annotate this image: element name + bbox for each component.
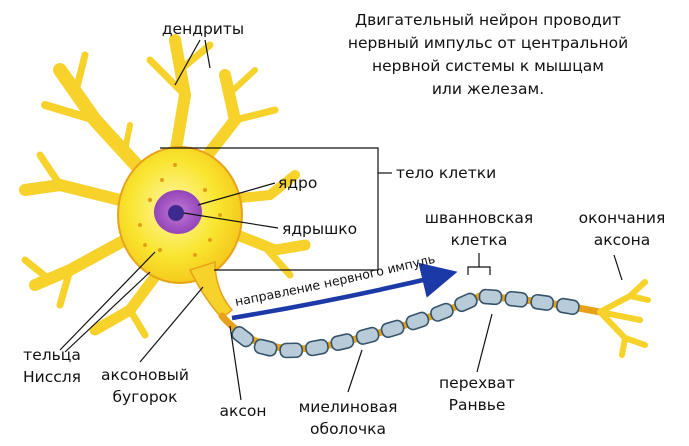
caption-line-4: или железам.: [432, 80, 544, 98]
label-cell-body: тело клетки: [396, 164, 496, 182]
impulse-direction-arrow: [231, 262, 458, 321]
caption: Двигательный нейрон проводит нервный имп…: [348, 11, 628, 98]
label-myelin-1: миелиновая: [299, 398, 398, 416]
caption-line-3: нервной системы к мышцам: [372, 57, 604, 75]
label-axon-endings-1: окончания: [579, 209, 666, 227]
myelin-segment: [305, 338, 329, 357]
myelin-segment: [454, 292, 478, 313]
label-myelin-2: оболочка: [310, 420, 386, 438]
label-nissl-2: Ниссля: [23, 368, 81, 386]
label-schwann-cell-2: клетка: [451, 231, 508, 249]
myelin-segment: [405, 311, 430, 331]
myelin-sheath: [231, 288, 580, 359]
caption-line-1: Двигательный нейрон проводит: [355, 11, 621, 29]
caption-line-2: нервный импульс от центральной: [348, 34, 628, 52]
nucleolus-shape: [168, 205, 184, 221]
myelin-segment: [430, 302, 454, 322]
label-nissl-1: тельца: [23, 346, 81, 364]
nissl-bodies-dots: [138, 163, 222, 257]
axon-hillock-shape: [188, 260, 234, 320]
myelin-segment: [279, 342, 304, 359]
label-axon: аксон: [220, 402, 267, 420]
leader-lines: [59, 39, 623, 401]
label-ranvier-2: Ранвье: [449, 396, 506, 414]
myelin-segment: [355, 326, 380, 345]
label-axon-endings-2: аксона: [594, 231, 651, 249]
myelin-segment: [231, 326, 255, 348]
label-dendrites: дендриты: [162, 20, 244, 38]
myelin-segment: [504, 290, 529, 308]
myelin-segment: [330, 333, 355, 352]
myelin-segment: [253, 338, 278, 357]
axon-terminals-shape: [597, 279, 651, 358]
myelin-segment: [530, 293, 555, 311]
label-axon-hillock-2: бугорок: [112, 388, 177, 406]
myelin-segment: [478, 288, 503, 306]
myelin-segment: [380, 319, 405, 339]
label-schwann-cell-1: шванновская: [425, 209, 533, 227]
label-axon-hillock-1: аксоновый: [101, 366, 189, 384]
label-nucleolus: ядрышко: [282, 220, 357, 238]
label-ranvier-1: перехват: [439, 374, 515, 392]
label-nucleus: ядро: [278, 174, 317, 192]
myelin-segment: [555, 297, 580, 316]
